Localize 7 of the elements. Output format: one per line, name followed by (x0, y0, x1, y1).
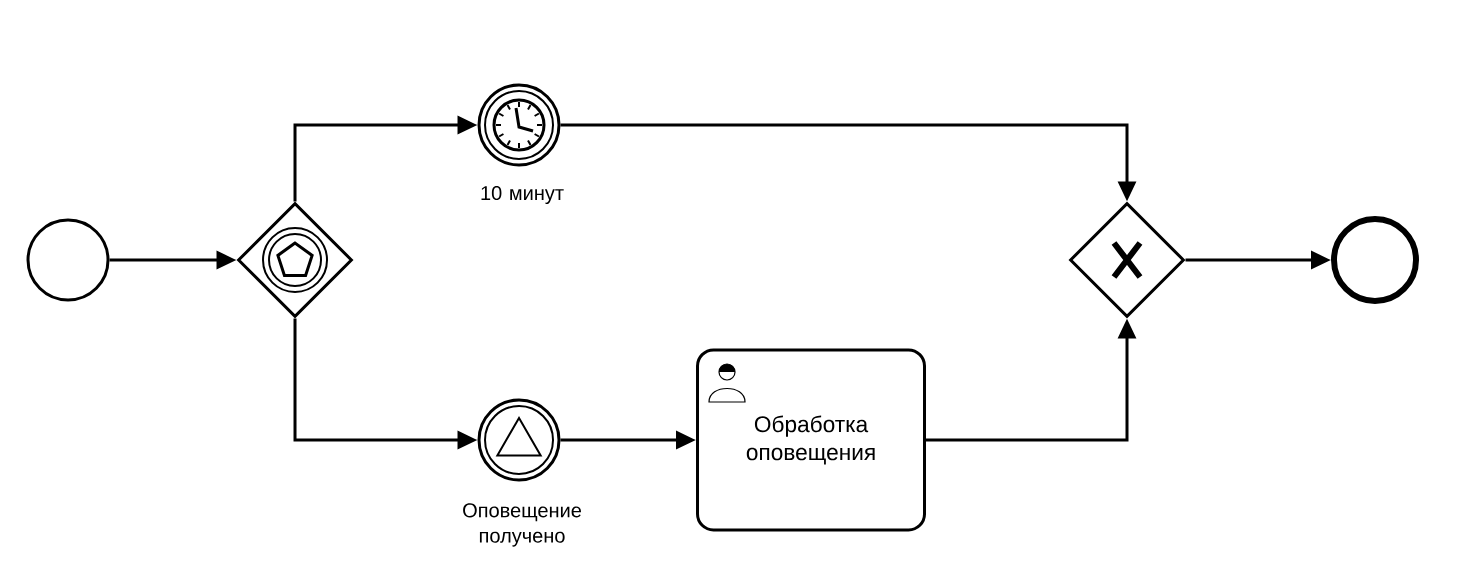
event-label: Оповещение получено (463, 503, 581, 547)
task-box: Обработка оповещения (696, 348, 926, 532)
signal-event-circle (477, 398, 561, 482)
timer-event-circle (477, 83, 561, 167)
end-event-circle (1331, 216, 1419, 304)
event-label: 10 минут (481, 185, 564, 205)
start-event-circle (26, 218, 110, 302)
